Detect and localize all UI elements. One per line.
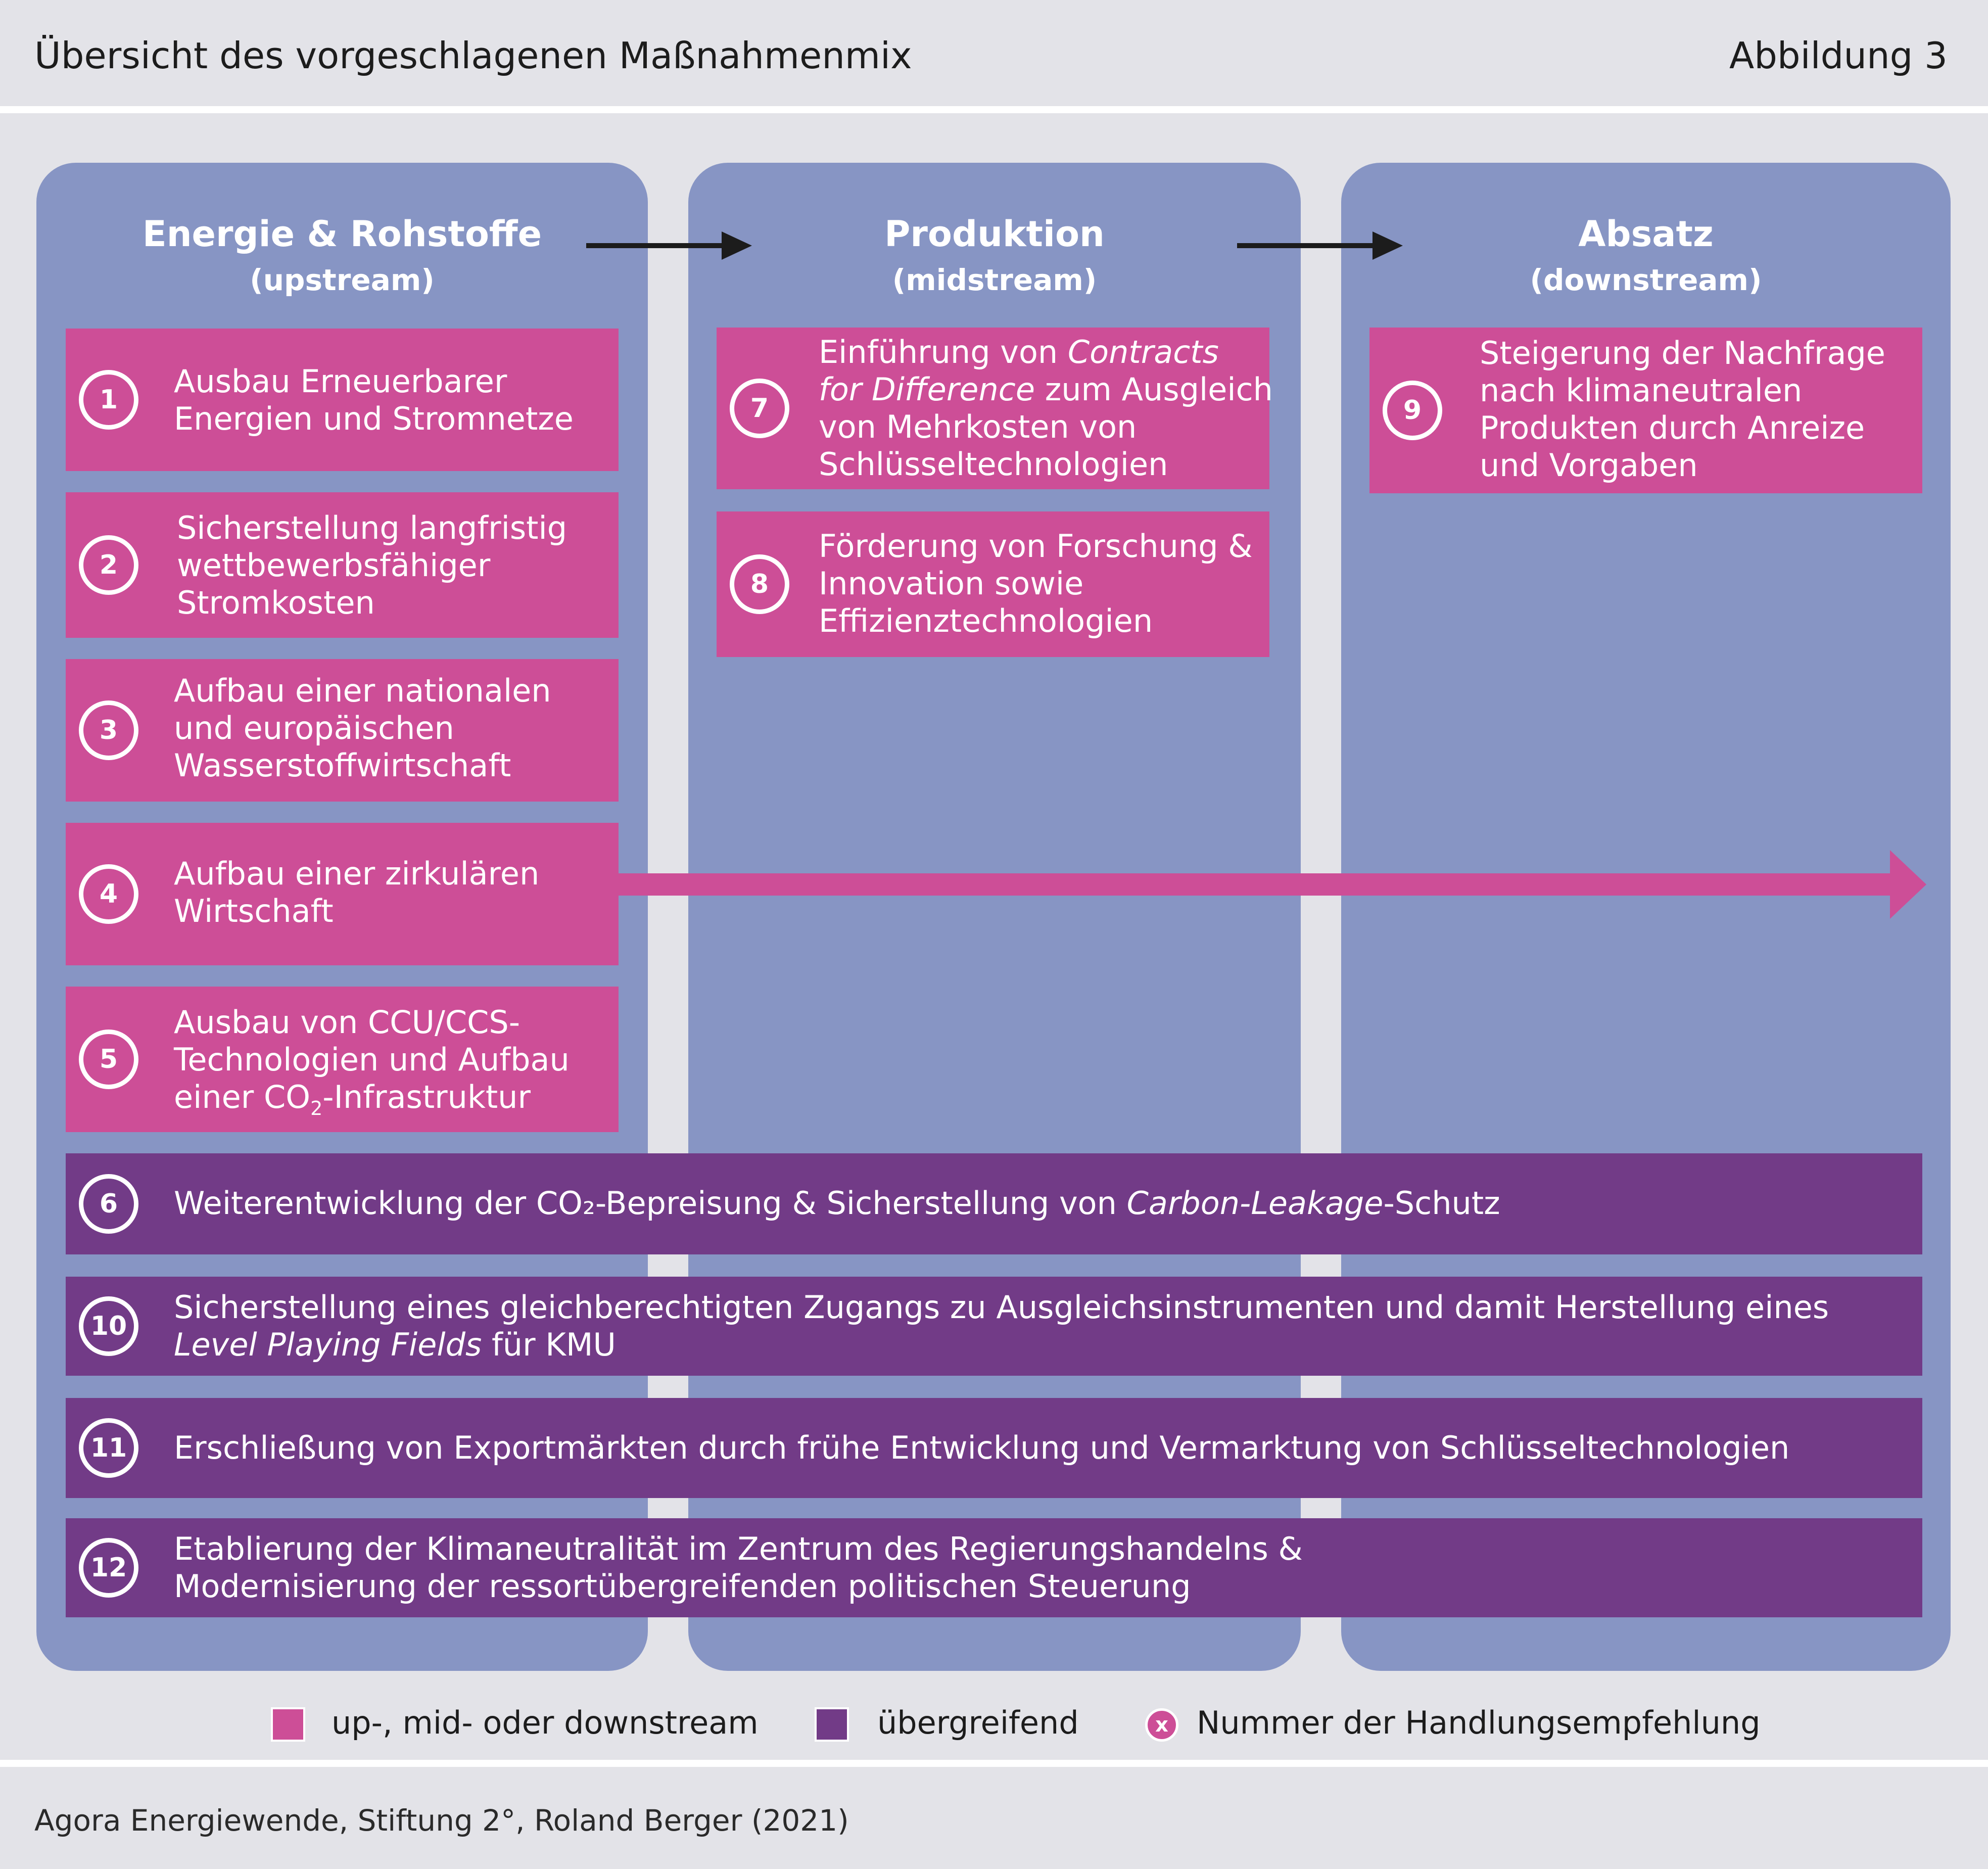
column-title: Absatz	[1578, 213, 1714, 255]
text-segment: zum Ausgleich	[1034, 371, 1273, 408]
column-subtitle: (upstream)	[250, 263, 435, 297]
column-title: Energie & Rohstoffe	[142, 213, 542, 255]
text-line: von Mehrkosten von	[819, 408, 1137, 445]
text-line: wettbewerbsfähiger	[177, 547, 491, 584]
number-badge: 10	[79, 1296, 138, 1356]
italic-segment: Level Playing Fields	[174, 1326, 482, 1363]
text-line: Einführung von Contracts	[819, 334, 1273, 371]
measure-2-box: 2 Sicherstellung langfristig wettbewerbs…	[66, 492, 619, 638]
text-line: Produkten durch Anreize	[1480, 409, 1865, 446]
text-line: for Difference zum Ausgleich	[819, 371, 1273, 408]
number-badge: 2	[79, 535, 138, 595]
measure-text: Ausbau Erneuerbarer Energien und Stromne…	[174, 363, 574, 438]
measure-text: Aufbau einer nationalen und europäischen…	[174, 672, 551, 784]
text-line: Etablierung der Klimaneutralität im Zent…	[174, 1530, 1303, 1567]
measure-11-box: 11 Erschließung von Exportmärkten durch …	[66, 1398, 1922, 1498]
legend-number-marker-icon: x	[1145, 1708, 1178, 1742]
text-line: Innovation sowie	[819, 565, 1084, 602]
number-badge: 8	[730, 554, 789, 614]
measure-10-box: 10 Sicherstellung eines gleichberechtigt…	[66, 1277, 1922, 1376]
text-line: Wirtschaft	[174, 893, 334, 929]
italic-segment: for Difference	[819, 371, 1035, 408]
text-line: Aufbau einer zirkulären	[174, 855, 540, 892]
text-segment: Weiterentwicklung der CO₂-Bepreisung & S…	[174, 1185, 1127, 1222]
column-subtitle: (downstream)	[1530, 263, 1762, 297]
measure-text: Förderung von Forschung & Innovation sow…	[819, 528, 1253, 640]
measure-7-box: 7 Einführung von Contracts for Differenc…	[717, 328, 1273, 489]
flow-arrow-icon	[1237, 231, 1403, 260]
measure-text: Weiterentwicklung der CO₂-Bepreisung & S…	[174, 1185, 1500, 1222]
subscript: 2	[310, 1097, 323, 1119]
text-line: Level Playing Fields für KMU	[174, 1326, 1829, 1364]
text-line: Ausbau von CCU/CCS-	[174, 1004, 520, 1041]
measure-4-box: 4 Aufbau einer zirkulären Wirtschaft	[66, 823, 619, 965]
text-line: Erschließung von Exportmärkten durch frü…	[174, 1429, 1790, 1466]
text-segment: für KMU	[482, 1326, 616, 1363]
column-subtitle: (midstream)	[892, 263, 1097, 297]
figure-title: Übersicht des vorgeschlagenen Maßnahmenm…	[34, 34, 912, 77]
legend-number-label: Nummer der Handlungsempfehlung	[1197, 1704, 1761, 1741]
figure-number: Abbildung 3	[1729, 34, 1948, 77]
text-line: Energien und Stromnetze	[174, 400, 574, 437]
text-line: Sicherstellung langfristig	[177, 509, 567, 546]
number-badge: 12	[79, 1538, 138, 1598]
bottom-divider	[0, 1760, 1988, 1767]
flow-arrow-icon	[586, 231, 752, 260]
circular-economy-arrow-icon	[617, 850, 1926, 919]
text-line: Weiterentwicklung der CO₂-Bepreisung & S…	[174, 1185, 1500, 1222]
measure-text: Einführung von Contracts for Difference …	[819, 334, 1273, 483]
measure-8-box: 8 Förderung von Forschung & Innovation s…	[717, 511, 1269, 657]
measure-1-box: 1 Ausbau Erneuerbarer Energien und Strom…	[66, 329, 619, 471]
text-line: Technologien und Aufbau	[174, 1041, 570, 1078]
top-divider	[0, 106, 1988, 113]
number-badge: 6	[79, 1174, 138, 1234]
text-line: Aufbau einer nationalen	[174, 672, 551, 709]
text-line: Modernisierung der ressortübergreifenden…	[174, 1568, 1191, 1605]
number-badge: 9	[1383, 381, 1442, 440]
measure-5-box: 5 Ausbau von CCU/CCS- Technologien und A…	[66, 987, 619, 1132]
text-line: einer CO2-Infrastruktur	[174, 1079, 570, 1119]
number-badge: 4	[79, 864, 138, 924]
source-note: Agora Energiewende, Stiftung 2°, Roland …	[34, 1803, 849, 1838]
measure-9-box: 9 Steigerung der Nachfrage nach klimaneu…	[1369, 328, 1922, 493]
measure-text: Sicherstellung langfristig wettbewerbsfä…	[177, 509, 567, 622]
text-line: Wasserstoffwirtschaft	[174, 747, 511, 784]
number-badge: 1	[79, 370, 138, 430]
number-badge: 7	[730, 379, 789, 438]
text-line: Steigerung der Nachfrage	[1480, 335, 1885, 371]
text-segment: einer CO	[174, 1079, 311, 1115]
number-badge: 11	[79, 1418, 138, 1478]
number-badge: 5	[79, 1030, 138, 1089]
legend-purple-swatch	[815, 1707, 849, 1742]
text-line: Effizienztechnologien	[819, 602, 1153, 639]
text-segment: -Schutz	[1383, 1185, 1500, 1222]
text-line: Sicherstellung eines gleichberechtigten …	[174, 1289, 1829, 1326]
measure-text: Aufbau einer zirkulären Wirtschaft	[174, 855, 539, 930]
number-badge: 3	[79, 700, 138, 760]
legend-pink-label: up-, mid- oder downstream	[332, 1704, 759, 1741]
measure-text: Etablierung der Klimaneutralität im Zent…	[174, 1530, 1303, 1605]
text-line: nach klimaneutralen	[1480, 372, 1803, 409]
measure-text: Sicherstellung eines gleichberechtigten …	[174, 1289, 1829, 1364]
measure-text: Steigerung der Nachfrage nach klimaneutr…	[1480, 335, 1885, 484]
italic-segment: Contracts	[1067, 334, 1219, 370]
text-segment: Einführung von	[819, 334, 1068, 370]
measure-6-box: 6 Weiterentwicklung der CO₂-Bepreisung &…	[66, 1153, 1922, 1254]
text-segment: -Infrastruktur	[322, 1079, 531, 1115]
text-line: Ausbau Erneuerbarer	[174, 363, 507, 400]
text-line: und Vorgaben	[1480, 447, 1698, 484]
text-line: Schlüsseltechnologien	[819, 446, 1168, 483]
measure-text: Ausbau von CCU/CCS- Technologien und Auf…	[174, 1004, 570, 1119]
italic-segment: Carbon-Leakage	[1126, 1185, 1384, 1222]
legend-purple-label: übergreifend	[877, 1704, 1079, 1741]
measure-12-box: 12 Etablierung der Klimaneutralität im Z…	[66, 1518, 1922, 1617]
column-title: Produktion	[884, 213, 1105, 255]
text-line: Stromkosten	[177, 584, 375, 621]
text-line: Förderung von Forschung &	[819, 528, 1253, 565]
measure-3-box: 3 Aufbau einer nationalen und europäisch…	[66, 659, 619, 802]
measure-text: Erschließung von Exportmärkten durch frü…	[174, 1429, 1789, 1467]
legend-pink-swatch	[271, 1707, 305, 1742]
text-line: und europäischen	[174, 710, 454, 746]
